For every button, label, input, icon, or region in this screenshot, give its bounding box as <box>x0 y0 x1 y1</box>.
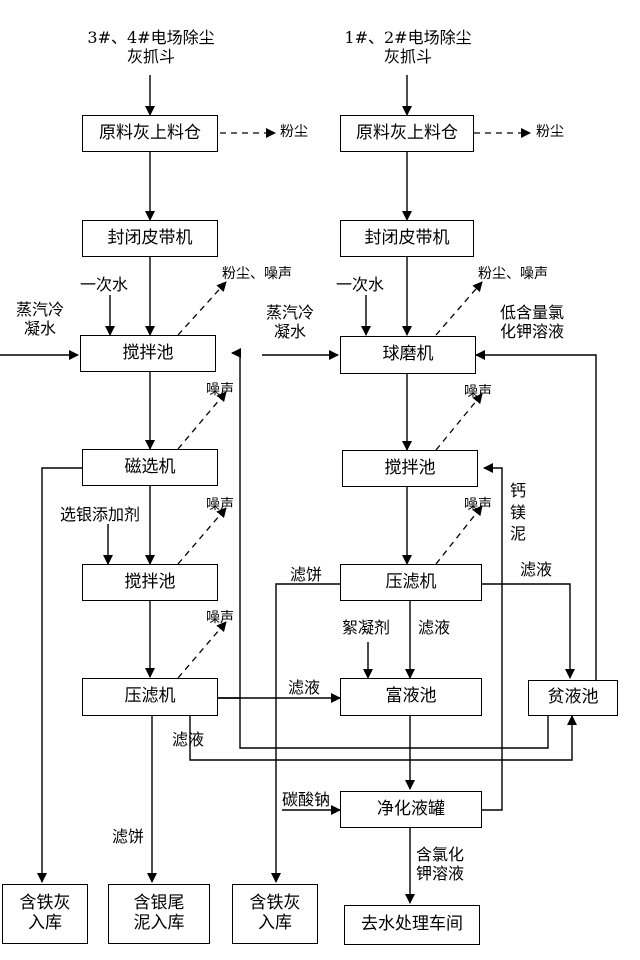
noise-label-1: 噪声 <box>206 382 234 398</box>
primary-water-label-right: 一次水 <box>336 275 385 294</box>
mixing-tank-right: 搅拌池 <box>342 450 478 487</box>
calcium-magnesium-mud-label: 钙 镁 泥 <box>510 481 527 544</box>
purified-liquor-tank: 净化液罐 <box>340 791 482 828</box>
filter-cake-label-left: 滤饼 <box>112 827 145 846</box>
iron-ash-storage-right: 含铁灰 入库 <box>232 884 318 944</box>
rich-liquor-tank: 富液池 <box>340 678 482 716</box>
sodium-carbonate-label: 碳酸钠 <box>282 790 331 809</box>
silver-additive-label: 选银添加剂 <box>60 505 141 524</box>
kcl-solution-label: 含氯化 钾溶液 <box>416 845 465 884</box>
filtrate-mid-label: 滤液 <box>288 678 321 697</box>
raw-material-bin-right: 原料灰上料仓 <box>340 115 474 152</box>
filter-press-right: 压滤机 <box>340 564 482 601</box>
dust-label-right: 粉尘 <box>536 124 564 140</box>
source-label-right: 1#、2#电场除尘 灰抓斗 <box>344 28 472 67</box>
primary-water-label-left: 一次水 <box>80 275 129 294</box>
poor-liquor-tank: 贫液池 <box>528 680 618 716</box>
filtrate-to-rich-tank-label: 滤液 <box>418 618 451 637</box>
mixing-tank-1-left: 搅拌池 <box>80 335 216 372</box>
steam-condensate-label-left: 蒸汽冷 凝水 <box>16 300 65 339</box>
low-kcl-solution-label: 低含量氯 化钾溶液 <box>500 303 565 342</box>
enclosed-belt-conveyor-left: 封闭皮带机 <box>82 220 218 257</box>
enclosed-belt-conveyor-right: 封闭皮带机 <box>340 220 474 257</box>
flocculant-label: 絮凝剂 <box>342 618 391 637</box>
filtrate-to-poor-tank-label: 滤液 <box>520 560 553 579</box>
magnetic-separator: 磁选机 <box>82 449 218 486</box>
noise-label-5: 噪声 <box>206 610 234 626</box>
noise-label-3: 噪声 <box>206 497 234 513</box>
ball-mill: 球磨机 <box>340 336 476 374</box>
dust-label-left: 粉尘 <box>280 124 308 140</box>
silver-tailings-storage: 含银尾 泥入库 <box>108 884 210 944</box>
dewatering-workshop: 去水处理车间 <box>344 905 480 945</box>
dust-noise-label-right: 粉尘、噪声 <box>478 266 548 282</box>
dust-noise-label-left: 粉尘、噪声 <box>222 266 292 282</box>
raw-material-bin-left: 原料灰上料仓 <box>82 115 218 152</box>
filter-cake-label-right: 滤饼 <box>290 565 323 584</box>
source-label-left: 3#、4#电场除尘 灰抓斗 <box>87 28 215 67</box>
filter-press-left: 压滤机 <box>82 678 218 716</box>
mixing-tank-2-left: 搅拌池 <box>82 564 218 601</box>
steam-condensate-label-right: 蒸汽冷 凝水 <box>266 303 315 342</box>
noise-label-2: 噪声 <box>464 384 492 400</box>
noise-label-4: 噪声 <box>464 497 492 513</box>
filtrate-left-label: 滤液 <box>172 730 205 749</box>
iron-ash-storage-left: 含铁灰 入库 <box>2 884 88 944</box>
